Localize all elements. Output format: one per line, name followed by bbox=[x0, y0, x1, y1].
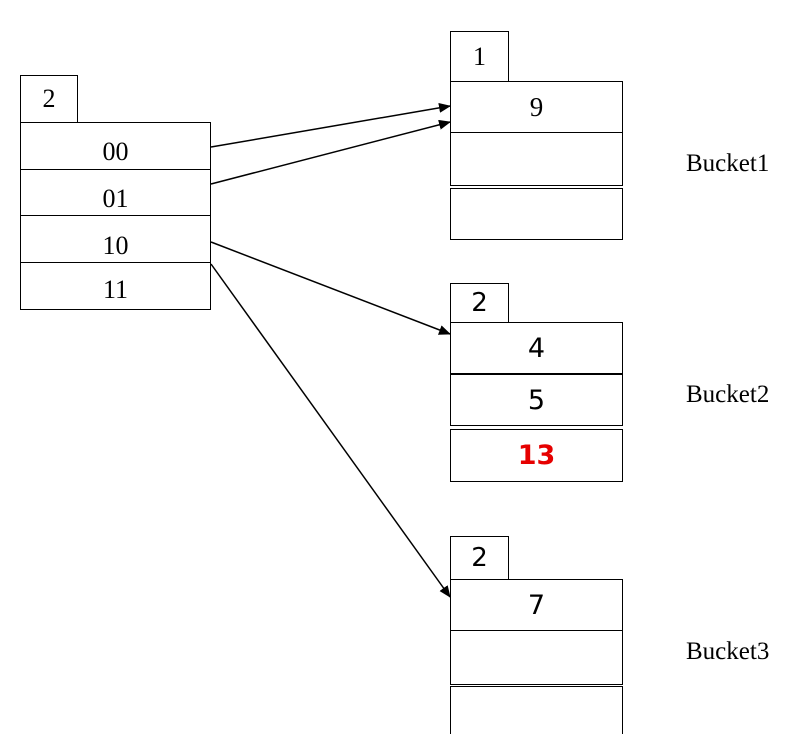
arrow-01-to-bucket1 bbox=[210, 119, 451, 185]
local-depth-value: 2 bbox=[471, 288, 488, 318]
bucket3-slot-1: 7 bbox=[450, 579, 623, 631]
arrow-10-to-bucket2 bbox=[210, 241, 451, 335]
directory-entry-label: 10 bbox=[102, 231, 129, 260]
local-depth-value: 2 bbox=[471, 543, 488, 573]
slot-value: 7 bbox=[527, 589, 546, 621]
bucket3-slot-3 bbox=[450, 686, 623, 734]
slot-value: 4 bbox=[527, 332, 546, 364]
directory-global-depth: 2 bbox=[20, 75, 78, 123]
slot-value: 5 bbox=[527, 384, 546, 416]
bucket2-slot-1: 4 bbox=[450, 322, 623, 374]
bucket3-slot-2 bbox=[450, 630, 623, 685]
bucket3-label: Bucket3 bbox=[686, 638, 770, 665]
directory-entry-01: 01 bbox=[20, 169, 211, 216]
directory-entry-00: 00 bbox=[20, 122, 211, 170]
directory-entry-label: 01 bbox=[102, 184, 129, 213]
bucket1-slot-2 bbox=[450, 132, 623, 186]
bucket2-slot-2: 5 bbox=[450, 374, 623, 426]
directory-entry-11: 11 bbox=[20, 262, 211, 310]
bucket2-local-depth: 2 bbox=[450, 283, 509, 323]
bucket2-slot-3: 13 bbox=[450, 429, 623, 482]
arrow-11-to-bucket3 bbox=[210, 263, 451, 598]
slot-value: 9 bbox=[529, 91, 544, 122]
bucket2-label: Bucket2 bbox=[686, 381, 770, 408]
bucket1-local-depth: 1 bbox=[450, 31, 509, 82]
global-depth-value: 2 bbox=[42, 84, 56, 113]
directory-entry-10: 10 bbox=[20, 215, 211, 263]
local-depth-value: 1 bbox=[473, 41, 486, 71]
bucket1-slot-1: 9 bbox=[450, 81, 623, 133]
bucket1-slot-3 bbox=[450, 188, 623, 240]
directory-entry-label: 00 bbox=[102, 137, 129, 166]
slot-value-highlighted: 13 bbox=[517, 440, 556, 471]
arrow-00-to-bucket1 bbox=[210, 102, 451, 148]
bucket3-local-depth: 2 bbox=[450, 536, 509, 580]
directory-entry-label: 11 bbox=[102, 275, 129, 304]
bucket1-label: Bucket1 bbox=[686, 150, 770, 177]
